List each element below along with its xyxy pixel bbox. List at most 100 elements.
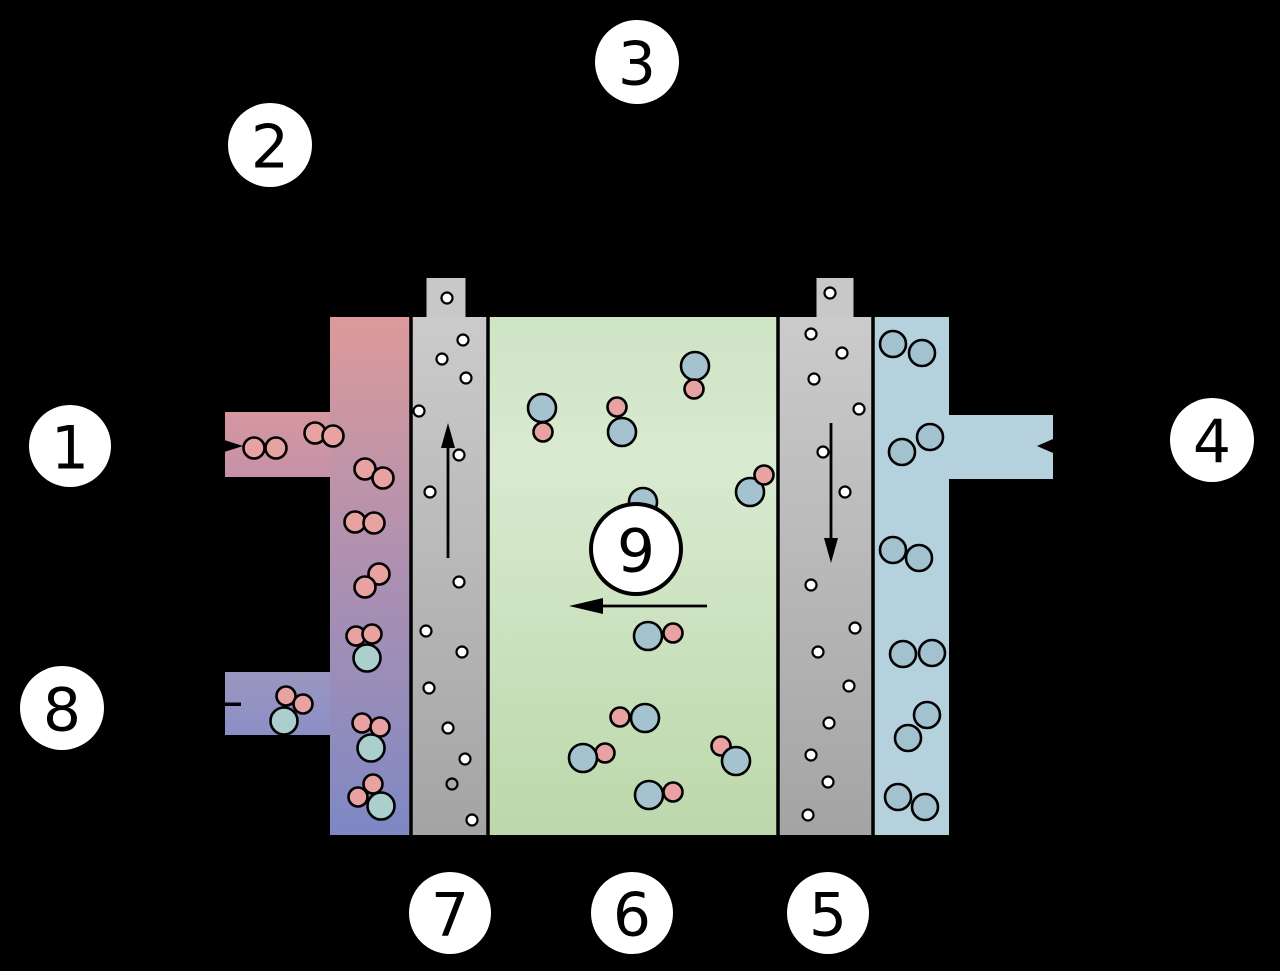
atom-oxygen bbox=[883, 782, 913, 812]
label-4-number: 4 bbox=[1193, 407, 1231, 477]
atom-hydrogen bbox=[321, 424, 345, 448]
label-9: 9 bbox=[589, 502, 683, 596]
exhaust-outlet-pipe-flow-tick-icon bbox=[225, 702, 241, 706]
atom-oxygen bbox=[912, 700, 942, 730]
electron-dot bbox=[822, 716, 836, 730]
air-channel bbox=[873, 317, 949, 835]
atom-hydrogen bbox=[264, 436, 288, 460]
fuel-inlet-pipe-flow-arrow-icon bbox=[218, 438, 243, 454]
electron-dot bbox=[804, 578, 818, 592]
atom-oxygen bbox=[878, 329, 908, 359]
atom-oxygen bbox=[917, 638, 947, 668]
air-inlet-pipe-flow-arrow-icon bbox=[1037, 439, 1053, 453]
electron-dot bbox=[441, 721, 455, 735]
electron-dot bbox=[452, 448, 466, 462]
label-5: 5 bbox=[787, 872, 869, 954]
electron-dot bbox=[456, 333, 470, 347]
atom-oxygen-ion bbox=[720, 745, 752, 777]
atom-oxygen bbox=[904, 543, 934, 573]
atom-water bbox=[361, 623, 383, 645]
electron-dot bbox=[801, 808, 815, 822]
electron-dot bbox=[422, 681, 436, 695]
atom-hydrogen bbox=[242, 436, 266, 460]
electron-dot bbox=[835, 346, 849, 360]
atom-oxygen-ion bbox=[734, 476, 766, 508]
electron-dot bbox=[423, 485, 437, 499]
electron-dot bbox=[452, 575, 466, 589]
electron-dot bbox=[838, 485, 852, 499]
electron-dot bbox=[852, 402, 866, 416]
electron-dot bbox=[465, 813, 479, 827]
atom-water bbox=[362, 773, 384, 795]
atom-oxygen bbox=[887, 437, 917, 467]
electron-hole-dot bbox=[445, 777, 459, 791]
anode-electrode bbox=[411, 317, 488, 835]
electron-dot bbox=[459, 371, 473, 385]
atom-oxygen-ion bbox=[532, 421, 554, 443]
electron-dot bbox=[455, 645, 469, 659]
atom-oxygen-ion bbox=[679, 350, 711, 382]
label-8: 8 bbox=[20, 666, 104, 750]
atom-water bbox=[269, 706, 299, 736]
atom-oxygen-ion bbox=[526, 392, 558, 424]
label-7: 7 bbox=[409, 872, 491, 954]
electron-dot bbox=[807, 372, 821, 386]
atom-water bbox=[275, 685, 297, 707]
electron-dot bbox=[804, 748, 818, 762]
label-4: 4 bbox=[1170, 398, 1254, 482]
atom-hydrogen bbox=[353, 575, 377, 599]
air-inlet-pipe bbox=[949, 415, 1053, 479]
atom-oxygen-ion bbox=[629, 702, 661, 734]
label-1-number: 1 bbox=[51, 413, 89, 483]
atom-water bbox=[352, 643, 382, 673]
atom-oxygen-ion bbox=[683, 378, 705, 400]
label-6-number: 6 bbox=[613, 880, 651, 950]
label-3: 3 bbox=[595, 20, 679, 104]
atom-hydrogen bbox=[362, 511, 386, 535]
atom-water bbox=[366, 791, 396, 821]
label-9-number: 9 bbox=[617, 516, 655, 586]
label-5-number: 5 bbox=[809, 880, 847, 950]
atom-water bbox=[351, 712, 373, 734]
label-8-number: 8 bbox=[43, 675, 81, 745]
electron-dot bbox=[419, 624, 433, 638]
atom-oxygen bbox=[910, 792, 940, 822]
atom-oxygen bbox=[893, 723, 923, 753]
atom-oxygen-ion bbox=[606, 396, 628, 418]
atom-water bbox=[292, 693, 314, 715]
electron-dot bbox=[848, 621, 862, 635]
label-3-number: 3 bbox=[618, 29, 656, 99]
electron-flow-up-arrow bbox=[441, 423, 455, 558]
ion-flow-left-arrow bbox=[569, 598, 707, 614]
label-2-number: 2 bbox=[251, 112, 289, 182]
atom-oxygen-ion bbox=[567, 742, 599, 774]
electron-dot bbox=[458, 752, 472, 766]
atom-oxygen-ion bbox=[609, 706, 631, 728]
electron-dot bbox=[816, 445, 830, 459]
electron-dot bbox=[821, 775, 835, 789]
atom-hydrogen bbox=[371, 466, 395, 490]
atom-oxygen bbox=[915, 422, 945, 452]
electron-dot bbox=[823, 286, 837, 300]
atom-oxygen-ion bbox=[633, 779, 665, 811]
atom-oxygen-ion bbox=[632, 620, 664, 652]
electron-dot bbox=[412, 404, 426, 418]
atom-oxygen-ion bbox=[662, 622, 684, 644]
atom-oxygen bbox=[907, 338, 937, 368]
electron-dot bbox=[842, 679, 856, 693]
electron-dot bbox=[811, 645, 825, 659]
atom-oxygen bbox=[878, 535, 908, 565]
label-7-number: 7 bbox=[431, 880, 469, 950]
label-2: 2 bbox=[228, 103, 312, 187]
label-1: 1 bbox=[29, 405, 111, 487]
cathode-electrode bbox=[778, 317, 873, 835]
label-6: 6 bbox=[591, 872, 673, 954]
atom-water bbox=[347, 786, 369, 808]
electron-dot bbox=[435, 352, 449, 366]
atom-oxygen-ion bbox=[662, 781, 684, 803]
electron-flow-down-arrow bbox=[824, 423, 838, 563]
electron-dot bbox=[440, 291, 454, 305]
atom-oxygen-ion bbox=[606, 416, 638, 448]
